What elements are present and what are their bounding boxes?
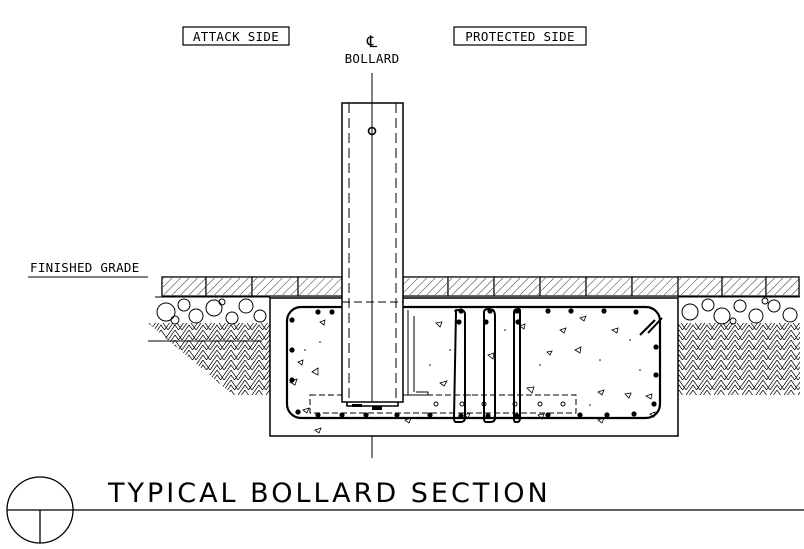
attack-side-label: ATTACK SIDE — [182, 26, 290, 46]
svg-text:PROTECTED SIDE: PROTECTED SIDE — [465, 29, 575, 44]
svg-text:FINISHED GRADE: FINISHED GRADE — [30, 260, 140, 275]
bollard-hole — [367, 126, 377, 136]
title-text: TYPICAL BOLLARD SECTION — [107, 478, 551, 509]
paver-layer — [161, 276, 800, 297]
svg-text:ATTACK SIDE: ATTACK SIDE — [193, 29, 279, 44]
concrete-footing — [269, 297, 679, 437]
protected-side-label: PROTECTED SIDE — [453, 26, 587, 46]
bollard-pipe — [341, 102, 404, 403]
bollard-label: BOLLARD — [345, 51, 400, 66]
section-title: TYPICAL BOLLARD SECTION — [6, 476, 804, 544]
centerline-symbol: ℄ — [366, 32, 378, 51]
finished-grade-callout: FINISHED GRADE — [28, 260, 148, 278]
compacted-earth — [148, 323, 800, 395]
